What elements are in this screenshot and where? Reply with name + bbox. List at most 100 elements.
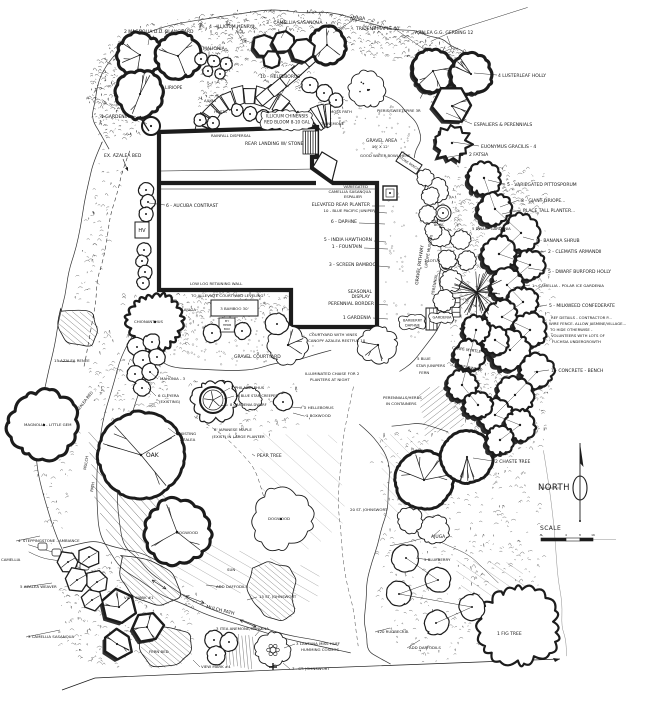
plan-label: AJUGA <box>431 534 446 540</box>
plan-label: 7 PHILADELPHUS <box>231 385 265 390</box>
plan-label: 8 GARDENIA DWARF <box>230 403 267 407</box>
plan-label: IN CONTAINERS <box>386 401 417 406</box>
plan-label: ILLUMINATED CHAISE FOR 2 <box>305 371 360 376</box>
shrub-symbol <box>415 514 450 545</box>
tree-symbol <box>103 627 133 661</box>
plan-label: 8 - GIANT LIRIOPE... <box>521 198 565 204</box>
plan-label: 1 FIG TREE <box>497 631 522 637</box>
plan-label: CAMELLIA SASANQUA <box>329 189 372 194</box>
plan-label: 5 - VARIEGATED PITTOSPORUM <box>507 182 577 188</box>
shrub-symbol <box>238 386 263 411</box>
plan-label: 2 CHASTE TREE <box>495 459 530 465</box>
plan-label: 1 - CAMELLIA - POLAR ICE GARDENIA <box>532 283 604 288</box>
tree-symbol <box>434 123 475 164</box>
plan-label: 5 AZALEA WEAVER <box>20 584 57 589</box>
plan-label: MULCH <box>82 455 89 470</box>
plan-label: VIEW MARK #4 <box>201 664 231 669</box>
tree-symbol <box>4 387 80 463</box>
shrub-symbol <box>432 289 456 313</box>
plan-label: GRAVEL PATHWAY <box>414 245 426 286</box>
plan-label: 8' JAPANESE MAPLE <box>214 427 252 432</box>
plan-label: MAHONIA - 3 <box>160 376 186 381</box>
plan-label: CAMELLIA <box>1 557 21 562</box>
plan-label: AZALEA <box>180 437 196 442</box>
plan-label: AZALEA G.G. GERBING 12 <box>415 30 473 36</box>
plan-label: 10 - HELLEBORUS <box>260 74 300 80</box>
plan-label: PLACE TALL PLANTER... <box>523 208 575 214</box>
plan-label: AZALEA BED <box>75 390 94 412</box>
tree-symbol <box>113 68 165 122</box>
plan-label: EUONYMUS GRACILIS - 4 <box>481 144 536 150</box>
plan-label: WIRE FENCE. ALLOW JASMINE/VILLAGE... <box>549 321 626 326</box>
plan-label: DISPLAY <box>352 294 371 300</box>
plan-label: PATH <box>89 482 96 493</box>
plan-label: SEASONAL <box>348 289 373 295</box>
shrub-symbol <box>254 631 292 668</box>
shrub-symbol <box>439 269 463 293</box>
plan-label: 10 - BLUE PACIFIC JUNIPER <box>324 208 376 213</box>
plan-label: 4 - ILLICIUM HENRYI <box>209 24 254 30</box>
plan-label: REF DETAILS - CONTRACTOR P... <box>551 315 612 320</box>
ornamental-grass-symbol <box>450 269 502 319</box>
plan-label: 4 LUSTERLEAF HOLLY <box>498 73 546 79</box>
plan-label: DOGWOOD <box>176 530 198 535</box>
plan-label: FERN BED <box>149 649 169 654</box>
plan-label: 15 ST. JOHNSWORT <box>259 594 297 599</box>
plan-label: HOSTA <box>214 109 227 114</box>
plan-label: 3 ITEA ANEMONE/NANDINA <box>216 626 269 631</box>
plan-label: TRIDENT MAPLE 40' <box>355 26 400 32</box>
plan-label: 7 ANEMONE <box>321 121 345 126</box>
plan-label: AZARA <box>350 16 366 22</box>
plan-label: ADD DAFFODILS <box>409 645 441 650</box>
plant-symbols-layer <box>4 24 561 670</box>
tree-symbol <box>288 37 316 64</box>
plan-label: CONEFLOWERS <box>452 362 483 372</box>
plan-label: DOGWOOD <box>268 516 290 521</box>
plan-label: BARBERRY <box>403 319 423 323</box>
plan-label: PLANTERS AT NIGHT <box>310 377 350 382</box>
plan-label: 5 DWARF GARDENIA <box>472 226 511 231</box>
shrub-symbol <box>396 507 424 535</box>
svg-text:HERB: HERB <box>223 323 231 327</box>
plan-label: RED BLOOM 8-10 GAL <box>264 119 311 124</box>
shrub-symbol <box>420 186 440 206</box>
plan-label: PEAR TREE <box>257 453 282 459</box>
svg-text:16: 16 <box>591 533 595 537</box>
north-arrow-ellipse <box>572 475 588 501</box>
plan-label: CHIONANTHUS <box>134 319 163 324</box>
stone-bench <box>395 151 423 175</box>
plan-label: ILLICIUM CHINENSIS <box>266 114 308 119</box>
plan-label: DAPHNE <box>405 324 421 328</box>
svg-text:0: 0 <box>540 533 542 537</box>
plan-label: 2 - CLEMATIS ARMANDII <box>548 249 601 255</box>
plan-label: WATER <box>433 219 445 223</box>
shrub-symbol <box>416 168 435 187</box>
tree-symbol <box>131 612 166 643</box>
hv-box <box>134 221 150 239</box>
north-label: NORTH <box>538 483 570 493</box>
plan-label: FUCHSIA UNDERGROWTH <box>552 339 601 344</box>
shrub-symbol <box>437 249 458 270</box>
plan-label: 15 AZALEA RENEE <box>54 358 90 363</box>
tree-symbol <box>262 50 281 70</box>
scale-bar-segment <box>540 537 567 542</box>
plan-label: 16 BLUE STAR CREEPER <box>235 394 278 398</box>
svg-text:3 BAMBOO 30': 3 BAMBOO 30' <box>220 306 248 311</box>
small-shrub-symbol <box>390 544 420 573</box>
plan-label: TO HIDE OTHERWISE - <box>549 327 593 332</box>
plan-label: PIERIS/SWEETSPIRE 3R <box>377 108 421 113</box>
plan-label: (EXIST) IN LARGE PLANTER <box>212 434 265 439</box>
plan-label: RAINFALL DISPERSAL <box>211 133 252 138</box>
plan-label: 2 FATSIA <box>469 152 489 158</box>
plan-label: 6 - DAPHNE <box>331 219 357 225</box>
herb-box <box>218 317 236 333</box>
plan-label: 1 - CONCRETE - BENCH <box>551 368 603 374</box>
planter-box <box>210 299 259 317</box>
plan-label: 3 - SCREEN BAMBOO <box>329 262 377 268</box>
plan-label: CRAPE MYRTLE <box>452 345 482 354</box>
plan-label: AJUGA <box>204 98 216 103</box>
svg-text:MY: MY <box>225 319 230 323</box>
plan-label: MAHONIA <box>203 46 226 52</box>
